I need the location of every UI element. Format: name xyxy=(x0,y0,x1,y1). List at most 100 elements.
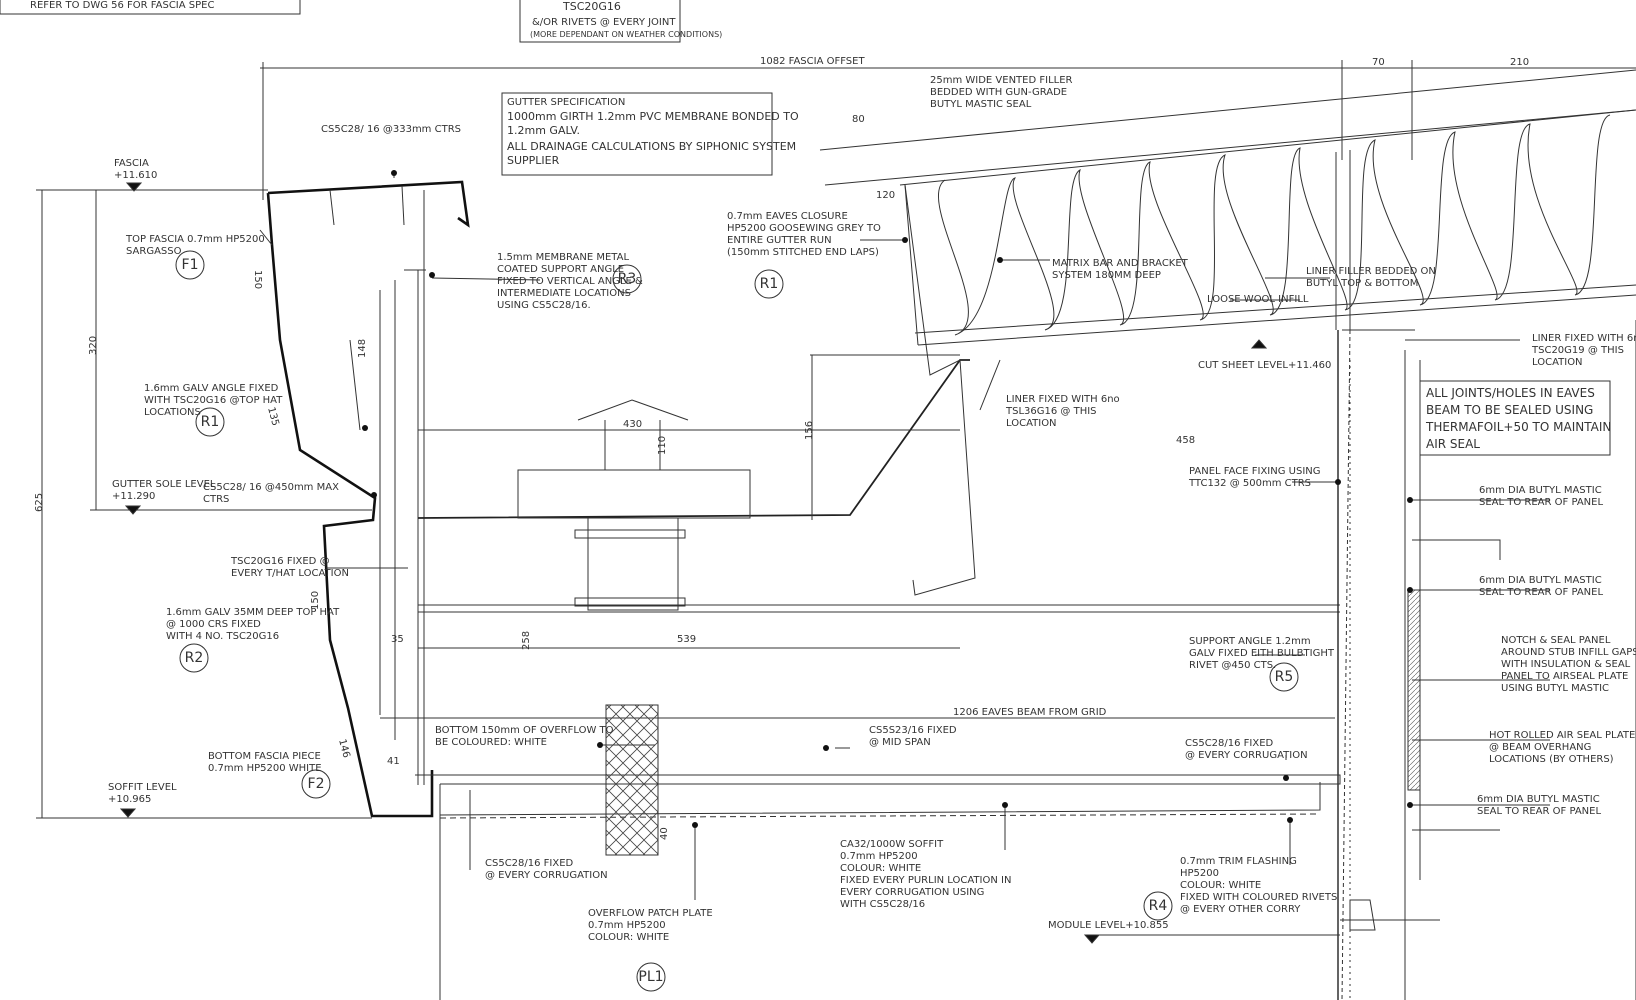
tag-r2-label: R2 xyxy=(185,650,204,666)
label-css23: CS5S23/16 FIXED xyxy=(869,725,957,736)
label-galv-angle: WITH TSC20G16 @TOP HAT xyxy=(144,395,283,406)
label-support-angle: SUPPORT ANGLE 1.2mm xyxy=(1189,636,1311,647)
label-notch-seal: USING BUTYL MASTIC xyxy=(1501,683,1609,694)
tag-f2 xyxy=(301,769,331,799)
fixing-dots xyxy=(362,170,1413,828)
label-panel-face: TTC132 @ 500mm CTRS xyxy=(1188,478,1311,489)
label-vented-filler: 25mm WIDE VENTED FILLER xyxy=(930,75,1073,86)
label-soffit-spec: 0.7mm HP5200 xyxy=(840,851,918,862)
label-butyl-3: 6mm DIA BUTYL MASTIC xyxy=(1477,794,1600,805)
label-top-fascia: SARGASSO xyxy=(126,246,182,257)
label-overflow-colour: BE COLOURED: WHITE xyxy=(435,737,547,748)
tag-r4-label: R4 xyxy=(1149,898,1168,914)
label-liner-fixed-mid: TSL36G16 @ THIS xyxy=(1005,406,1097,417)
label-notch-seal: PANEL TO AIRSEAL PLATE xyxy=(1501,671,1628,682)
eaves-closure xyxy=(904,184,976,596)
trim-flashing-detail xyxy=(1340,899,1440,931)
label-notch-seal: WITH INSULATION & SEAL xyxy=(1501,659,1631,670)
label-soffit-spec: COLOUR: WHITE xyxy=(840,863,921,874)
label-css-corr-right: @ EVERY CORRUGATION xyxy=(1185,750,1308,761)
tag-r4 xyxy=(1143,891,1173,921)
tag-r1-top xyxy=(754,269,784,299)
cut-sheet-level-marker xyxy=(1250,339,1268,349)
label-membrane-angle: USING CS5C28/16. xyxy=(497,300,591,311)
label-notch-seal: NOTCH & SEAL PANEL xyxy=(1501,635,1611,646)
dim-135: 135 xyxy=(265,406,281,427)
dim-156: 156 xyxy=(804,421,815,440)
label-trim-flashing: HP5200 xyxy=(1180,868,1219,879)
label-matrix-bar: SYSTEM 180MM DEEP xyxy=(1052,270,1161,281)
gutter-sole-level-value: +11.290 xyxy=(112,491,155,502)
rivet-code-text: TSC20G16 xyxy=(562,0,621,13)
label-support-angle: GALV FIXED EITH BULBTIGHT xyxy=(1189,648,1335,659)
label-vented-filler: BUTYL MASTIC SEAL xyxy=(930,99,1032,110)
label-butyl-3: SEAL TO REAR OF PANEL xyxy=(1477,806,1601,817)
label-hot-rolled: HOT ROLLED AIR SEAL PLATE xyxy=(1489,730,1635,741)
tag-r3-label: R3 xyxy=(618,271,637,287)
label-butyl-2: SEAL TO REAR OF PANEL xyxy=(1479,587,1603,598)
insulation-infill xyxy=(938,114,1611,336)
dim-150: 150 xyxy=(252,270,263,289)
dim-210: 210 xyxy=(1510,57,1529,68)
module-level: MODULE LEVEL+10.855 xyxy=(1048,920,1169,931)
tag-r2 xyxy=(179,643,209,673)
eaves-beam-flange xyxy=(415,774,1341,785)
label-eaves-closure: (150mm STITCHED END LAPS) xyxy=(727,247,879,258)
label-css-corr-left: @ EVERY CORRUGATION xyxy=(485,870,608,881)
label-tsc-fixed: TSC20G16 FIXED @ xyxy=(230,556,330,567)
tag-r1-left-label: R1 xyxy=(201,414,220,430)
label-eaves-closure: ENTIRE GUTTER RUN xyxy=(727,235,832,246)
label-trim-flashing: @ EVERY OTHER CORRY xyxy=(1180,904,1301,915)
dim-fascia-offset: 1082 FASCIA OFFSET xyxy=(760,56,865,67)
label-vented-filler: BEDDED WITH GUN-GRADE xyxy=(930,87,1067,98)
label-liner-fixed-right: TSC20G19 @ THIS xyxy=(1531,345,1624,356)
label-soffit-spec: FIXED EVERY PURLIN LOCATION IN xyxy=(840,875,1011,886)
outlet-body xyxy=(517,469,751,519)
label-support-angle: RIVET @450 CTS. xyxy=(1189,660,1276,671)
cut-sheet-level: CUT SHEET LEVEL+11.460 xyxy=(1198,360,1331,371)
label-galv-angle: 1.6mm GALV ANGLE FIXED xyxy=(144,383,279,394)
overflow-pipe xyxy=(587,517,679,611)
label-overflow-plate: COLOUR: WHITE xyxy=(588,932,669,943)
label-overflow-plate: 0.7mm HP5200 xyxy=(588,920,666,931)
dim-80: 80 xyxy=(852,114,865,125)
label-membrane-angle: INTERMEDIATE LOCATIONS xyxy=(497,288,631,299)
soffit-level-marker xyxy=(119,808,137,818)
dim-320: 320 xyxy=(88,336,99,355)
fascia-ref-text: REFER TO DWG 56 FOR FASCIA SPEC xyxy=(30,0,214,11)
rivet-note-box xyxy=(519,0,681,43)
air-seal-line: BEAM TO BE SEALED USING xyxy=(1426,403,1593,417)
dim-110: 110 xyxy=(657,436,668,455)
fascia-profile xyxy=(266,180,470,818)
gutter-spec-box xyxy=(501,92,773,176)
label-panel-face: PANEL FACE FIXING USING xyxy=(1189,466,1321,477)
tag-r5-label: R5 xyxy=(1275,669,1294,685)
label-galv-top-hat: @ 1000 CRS FIXED xyxy=(166,619,261,630)
dim-148: 148 xyxy=(357,339,368,358)
label-liner-fixed-mid: LOCATION xyxy=(1006,418,1057,429)
tag-pl1-label: PL1 xyxy=(638,969,663,985)
label-trim-flashing: COLOUR: WHITE xyxy=(1180,880,1261,891)
label-eaves-closure: HP5200 GOOSEWING GREY TO xyxy=(727,223,881,234)
label-trim-flashing: FIXED WITH COLOURED RIVETS xyxy=(1180,892,1337,903)
label-matrix-bar: MATRIX BAR AND BRACKET xyxy=(1052,258,1189,269)
dim-258: 258 xyxy=(521,631,532,650)
label-liner-fixed-right: LOCATION xyxy=(1532,357,1583,368)
label-liner-filler: BUTYL TOP & BOTTOM xyxy=(1306,278,1418,289)
dim-539: 539 xyxy=(677,634,696,645)
label-notch-seal: AROUND STUB INFILL GAPS xyxy=(1501,647,1636,658)
tag-f2-label: F2 xyxy=(308,776,325,792)
gutter-sole-level-label: GUTTER SOLE LEVEL xyxy=(112,479,216,490)
label-top-fascia: TOP FASCIA 0.7mm HP5200 xyxy=(125,234,265,245)
dim-41: 41 xyxy=(387,756,400,767)
gutter-spec-line: 1000mm GIRTH 1.2mm PVC MEMBRANE BONDED T… xyxy=(507,110,799,123)
fascia-ref-box xyxy=(0,0,301,15)
label-trim-flashing: 0.7mm TRIM FLASHING xyxy=(1180,856,1297,867)
dim-458: 458 xyxy=(1176,435,1195,446)
dim-430: 430 xyxy=(623,419,642,430)
dim-150-lower: 150 xyxy=(310,591,321,610)
dim-625: 625 xyxy=(34,493,45,512)
module-level-marker xyxy=(1083,934,1101,944)
roof-liner xyxy=(899,109,1636,346)
label-loose-wool: LOOSE WOOL INFILL xyxy=(1207,294,1309,305)
